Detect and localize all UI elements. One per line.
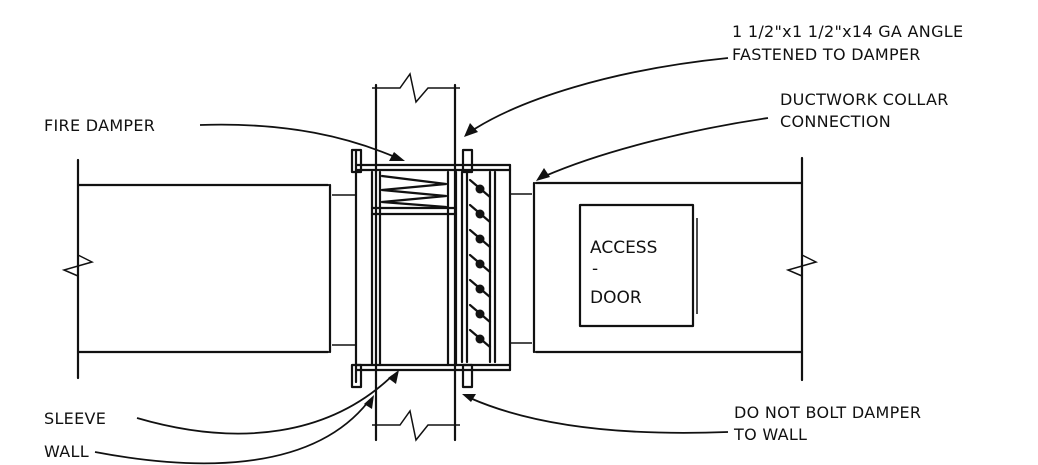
access-door bbox=[578, 203, 698, 328]
mounting-angles bbox=[350, 148, 474, 389]
collar-label-line2: CONNECTION bbox=[780, 112, 891, 131]
sleeve bbox=[354, 148, 512, 384]
left-duct bbox=[61, 158, 355, 380]
right-duct bbox=[510, 156, 819, 382]
angle-label-line2: FASTENED TO DAMPER bbox=[732, 45, 921, 64]
wall-label: WALL bbox=[44, 442, 89, 461]
sleeve-label: SLEEVE bbox=[44, 409, 106, 428]
damper-blades bbox=[468, 178, 492, 349]
collar-label-line1: DUCTWORK COLLAR bbox=[780, 90, 949, 109]
access-door-label-door: DOOR bbox=[590, 288, 642, 308]
fire-damper-assembly bbox=[370, 170, 497, 367]
no-bolt-label-line1: DO NOT BOLT DAMPER bbox=[734, 403, 921, 422]
access-door-label-dash: - bbox=[592, 259, 598, 279]
access-door-label-access: ACCESS bbox=[590, 238, 657, 258]
fire-damper-label: FIRE DAMPER bbox=[44, 116, 155, 135]
no-bolt-label-line2: TO WALL bbox=[733, 425, 807, 444]
angle-label-line1: 1 1/2"x1 1/2"x14 GA ANGLE bbox=[732, 22, 963, 41]
wall bbox=[372, 72, 460, 442]
leader-lines bbox=[94, 57, 769, 465]
